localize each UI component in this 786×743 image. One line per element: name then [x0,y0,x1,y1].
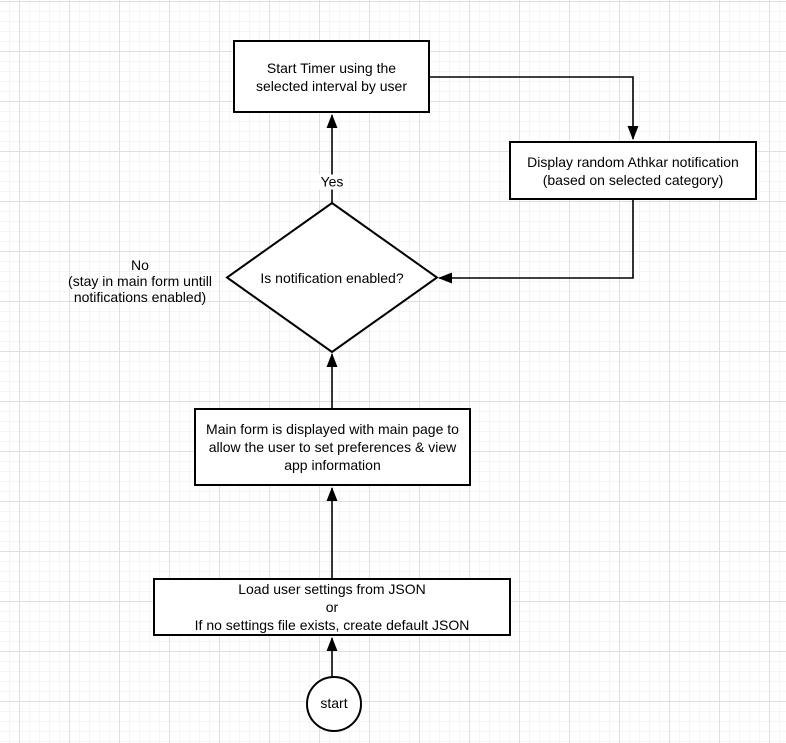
start-terminator-shape[interactable] [306,676,362,732]
decision-diamond-shape[interactable] [225,201,439,354]
node-start-timer-label: Start Timer using the selected interval … [256,59,407,94]
node-load-settings[interactable]: Load user settings from JSON or If no se… [153,578,511,636]
edge-timer-to-display [430,76,639,140]
node-main-form[interactable]: Main form is displayed with main page to… [194,408,471,486]
node-display-notification[interactable]: Display random Athkar notification (base… [509,141,757,200]
node-load-settings-label: Load user settings from JSON or If no se… [194,581,470,633]
node-start-timer[interactable]: Start Timer using the selected interval … [233,40,430,113]
node-main-form-label: Main form is displayed with main page to… [206,421,459,473]
node-display-notification-label: Display random Athkar notification (base… [527,153,739,188]
edge-display-to-decision [438,200,634,284]
